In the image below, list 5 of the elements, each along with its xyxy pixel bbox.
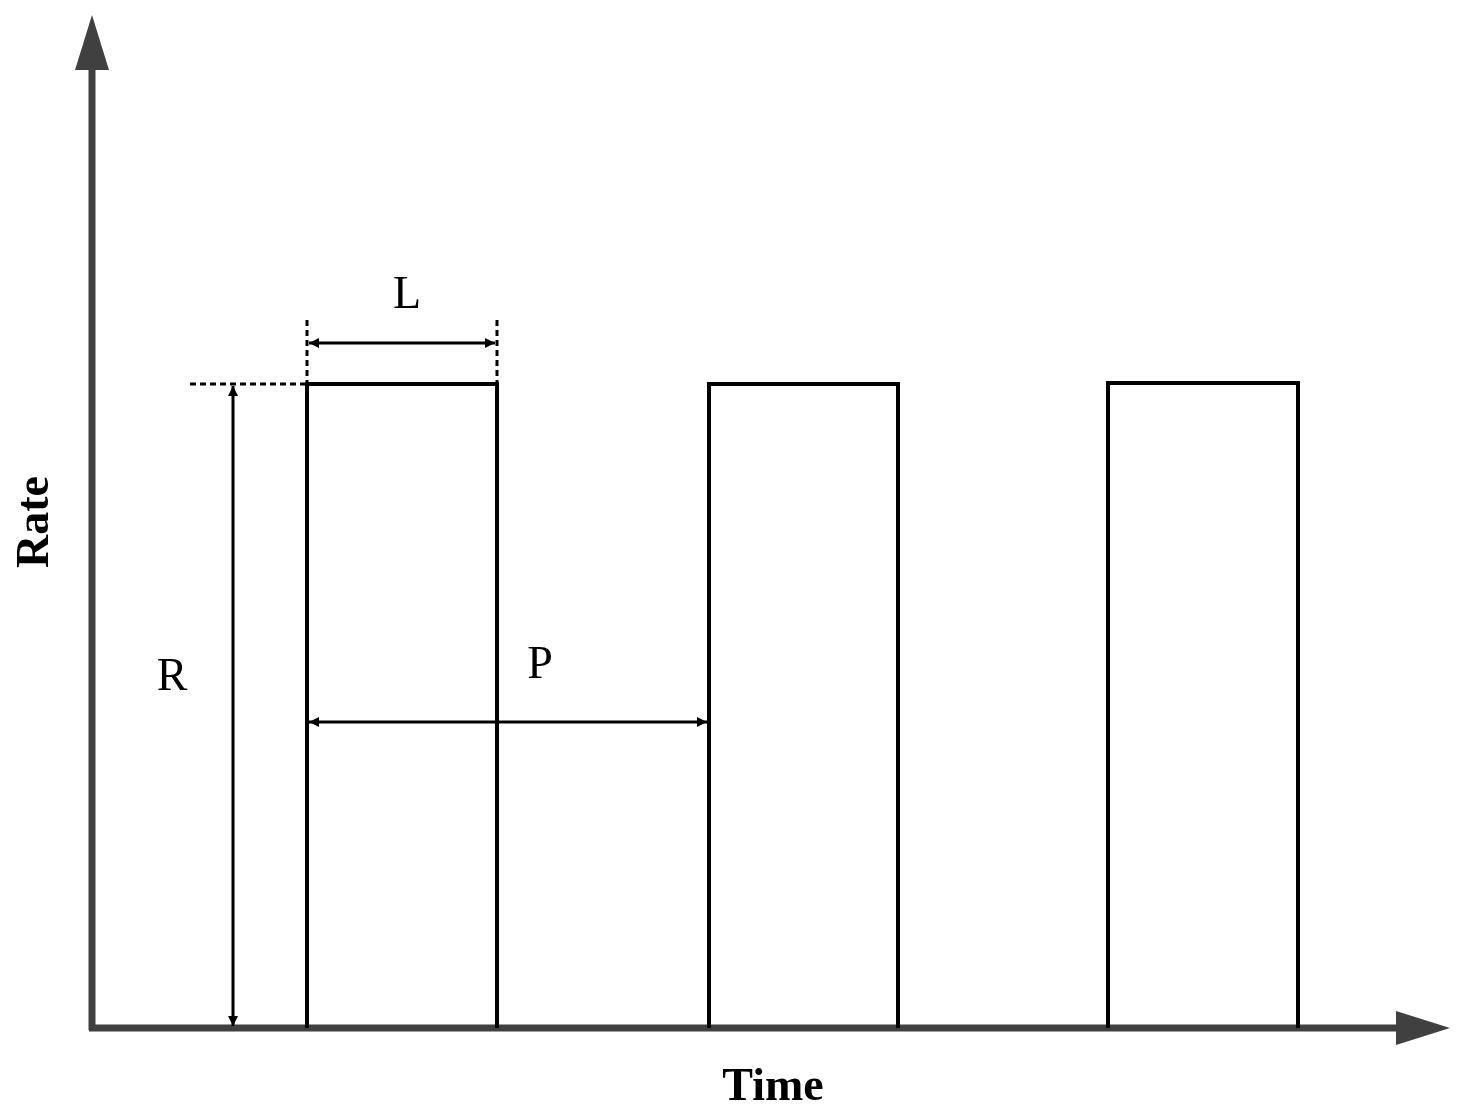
dimension-label: L (392, 270, 422, 316)
axis-title: Rate (10, 476, 56, 568)
dimension-label: R (156, 652, 188, 698)
axis-title: Time (722, 1062, 824, 1108)
dimension-label: P (527, 640, 553, 686)
